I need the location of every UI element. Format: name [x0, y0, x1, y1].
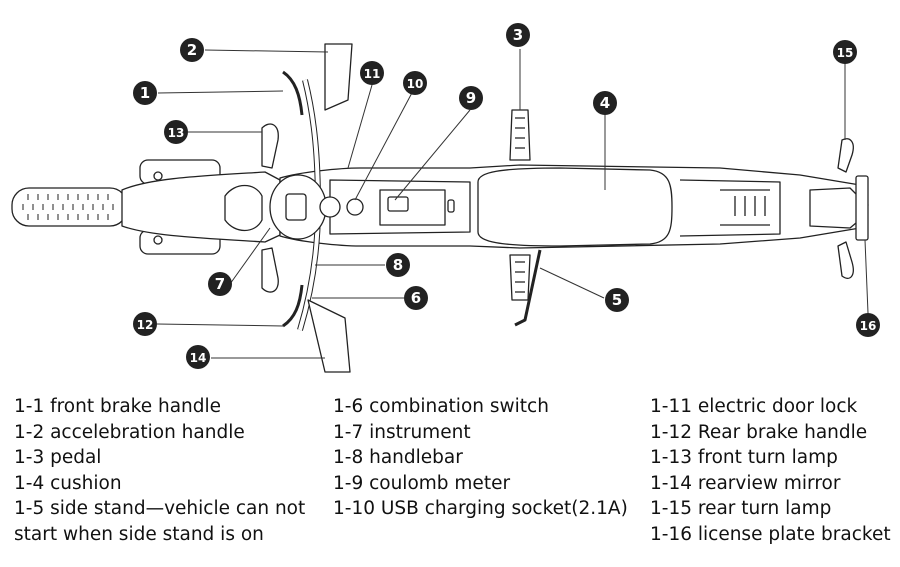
svg-text:5: 5 [612, 291, 622, 309]
legend-column-3: 1-11 electric door lock 1-12 Rear brake … [650, 394, 891, 548]
callout-6: 6 [404, 286, 428, 310]
front-tire [11, 187, 128, 227]
legend-item: 1-11 electric door lock [650, 396, 858, 417]
callout-8: 8 [386, 253, 410, 277]
callout-5: 5 [605, 288, 629, 312]
svg-text:9: 9 [466, 89, 476, 107]
scooter-top-view-diagram: 1 2 3 4 5 6 7 8 9 10 11 12 13 14 15 16 [11, 23, 880, 373]
legend-item: 1-6 combination switch [333, 396, 549, 417]
svg-text:11: 11 [364, 67, 381, 81]
legend-item-continuation: start when side stand is on [14, 523, 264, 545]
svg-text:12: 12 [137, 318, 154, 332]
rear-turn-lamp-top [837, 138, 854, 173]
rearview-mirror-top [324, 43, 353, 111]
callout-3: 3 [506, 23, 530, 47]
legend-item: 1-15 rear turn lamp [650, 498, 832, 520]
callout-15: 15 [833, 40, 857, 64]
callout-2: 2 [180, 38, 204, 62]
svg-text:7: 7 [215, 275, 225, 293]
front-turn-lamp-top [261, 123, 279, 169]
callout-13: 13 [164, 120, 188, 144]
rear-tail [809, 187, 863, 229]
legend-item: 1-14 rearview mirror [650, 472, 841, 494]
handlebar [269, 79, 364, 331]
front-turn-lamp-bottom [261, 247, 279, 293]
legend-column-2: 1-6 combination switch 1-7 instrument 1-… [333, 394, 628, 522]
callout-1: 1 [133, 81, 157, 105]
legend-item: 1-13 front turn lamp [650, 447, 838, 469]
svg-text:14: 14 [190, 351, 207, 365]
rear-brake-lever [282, 284, 304, 328]
legend-item: 1-16 license plate bracket [650, 523, 891, 545]
svg-text:13: 13 [168, 126, 185, 140]
legend-item: 1-7 instrument [333, 421, 471, 443]
callout-4: 4 [593, 91, 617, 115]
legend-item: 1-1 front brake handle [14, 396, 222, 417]
legend-item: 1-8 handlebar [333, 447, 463, 469]
svg-text:3: 3 [513, 26, 523, 44]
front-brake-lever [282, 70, 304, 116]
legend-item: 1-3 pedal [14, 447, 102, 469]
front-fender [121, 171, 281, 243]
license-plate-bracket [855, 175, 869, 241]
svg-text:8: 8 [393, 256, 403, 274]
svg-text:6: 6 [411, 289, 421, 307]
svg-text:10: 10 [407, 77, 424, 91]
legend-item: 1-5 side stand—vehicle can not [14, 498, 306, 520]
svg-text:15: 15 [837, 46, 854, 60]
callout-11: 11 [360, 61, 384, 85]
svg-text:4: 4 [600, 94, 610, 112]
legend-item: 1-2 accelebration handle [14, 421, 245, 443]
rearview-mirror-bottom [307, 299, 351, 373]
legend-item: 1-9 coulomb meter [333, 472, 511, 494]
callout-10: 10 [403, 71, 427, 95]
callout-12: 12 [133, 312, 157, 336]
legend-column-1: 1-1 front brake handle 1-2 accelebration… [14, 394, 305, 548]
rear-drive [679, 179, 781, 237]
svg-text:2: 2 [187, 41, 197, 59]
callout-9: 9 [459, 86, 483, 110]
legend-item: 1-12 Rear brake handle [650, 421, 868, 443]
legend-item: 1-4 cushion [14, 472, 122, 494]
side-stand [514, 249, 542, 327]
svg-text:16: 16 [860, 319, 877, 333]
callout-14: 14 [186, 345, 210, 369]
svg-text:1: 1 [140, 84, 150, 102]
callout-16: 16 [856, 313, 880, 337]
legend-item: 1-10 USB charging socket(2.1A) [333, 498, 628, 520]
leader-lines [156, 49, 869, 359]
rear-turn-lamp-bottom [837, 241, 854, 279]
callout-7: 7 [208, 272, 232, 296]
seat-cushion [477, 167, 673, 247]
